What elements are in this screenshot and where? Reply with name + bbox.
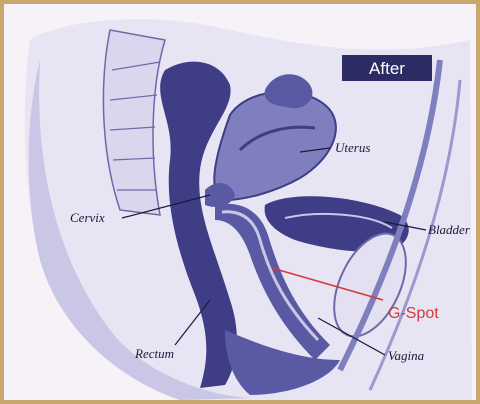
label-vagina: Vagina (388, 348, 425, 363)
label-rectum: Rectum (134, 346, 174, 361)
after-badge-text: After (369, 59, 405, 78)
label-gspot: G-Spot (388, 305, 439, 322)
label-bladder: Bladder (428, 222, 471, 237)
label-cervix: Cervix (70, 210, 105, 225)
label-uterus: Uterus (335, 140, 370, 155)
